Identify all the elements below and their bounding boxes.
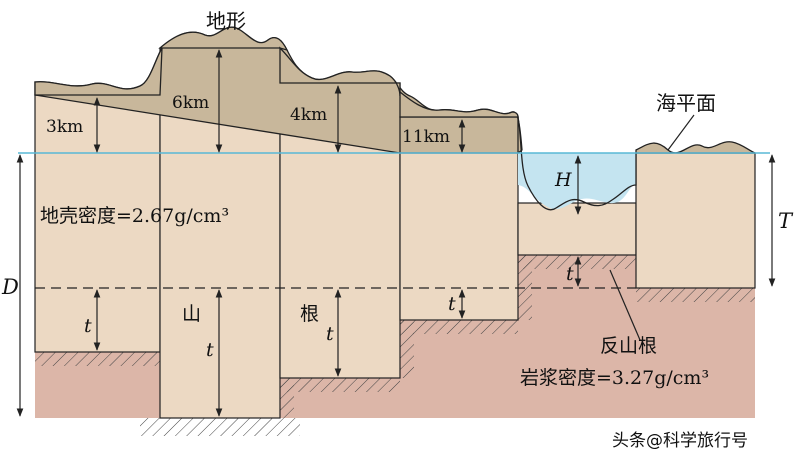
label-3km: 3km bbox=[46, 117, 83, 137]
terrain-top-fill-4 bbox=[399, 90, 519, 118]
d-label: D bbox=[1, 275, 19, 299]
t-total-label: T bbox=[778, 209, 794, 233]
t-label-5: t bbox=[566, 263, 574, 285]
magma-layer bbox=[35, 255, 755, 418]
terrain-top-fill-2 bbox=[158, 26, 289, 52]
terrain-top-fill-1 bbox=[34, 47, 163, 96]
t-label-2: t bbox=[206, 339, 214, 361]
t-label-1: t bbox=[84, 315, 92, 337]
column-ocean bbox=[517, 202, 637, 256]
title-terrain: 地形 bbox=[206, 9, 246, 33]
label-11km: 11km bbox=[402, 127, 450, 147]
right-land-surface bbox=[635, 141, 756, 154]
sea-water bbox=[518, 153, 636, 210]
arrows bbox=[16, 49, 776, 417]
sea-level-label: 海平面 bbox=[656, 91, 716, 115]
anti-root-label: 反山根 bbox=[600, 335, 657, 357]
watermark: 头条@科学旅行号 bbox=[612, 431, 748, 451]
terrain-top-fill-3 bbox=[279, 46, 401, 97]
hatch-marks bbox=[35, 255, 755, 436]
mountain-label: 山 bbox=[182, 303, 201, 325]
t-label-3: t bbox=[326, 323, 334, 345]
t-label-4: t bbox=[448, 293, 456, 315]
magma-density-label: 岩浆密度=3.27g/cm³ bbox=[520, 367, 709, 389]
column-right bbox=[635, 152, 756, 289]
root-label: 根 bbox=[300, 303, 319, 325]
label-4km: 4km bbox=[290, 105, 327, 125]
sea-floor bbox=[517, 116, 637, 211]
sea-level-leader bbox=[667, 114, 695, 151]
label-6km: 6km bbox=[172, 93, 209, 113]
h-label: H bbox=[554, 169, 572, 191]
crust-density-label: 地壳密度=2.67g/cm³ bbox=[40, 205, 229, 227]
